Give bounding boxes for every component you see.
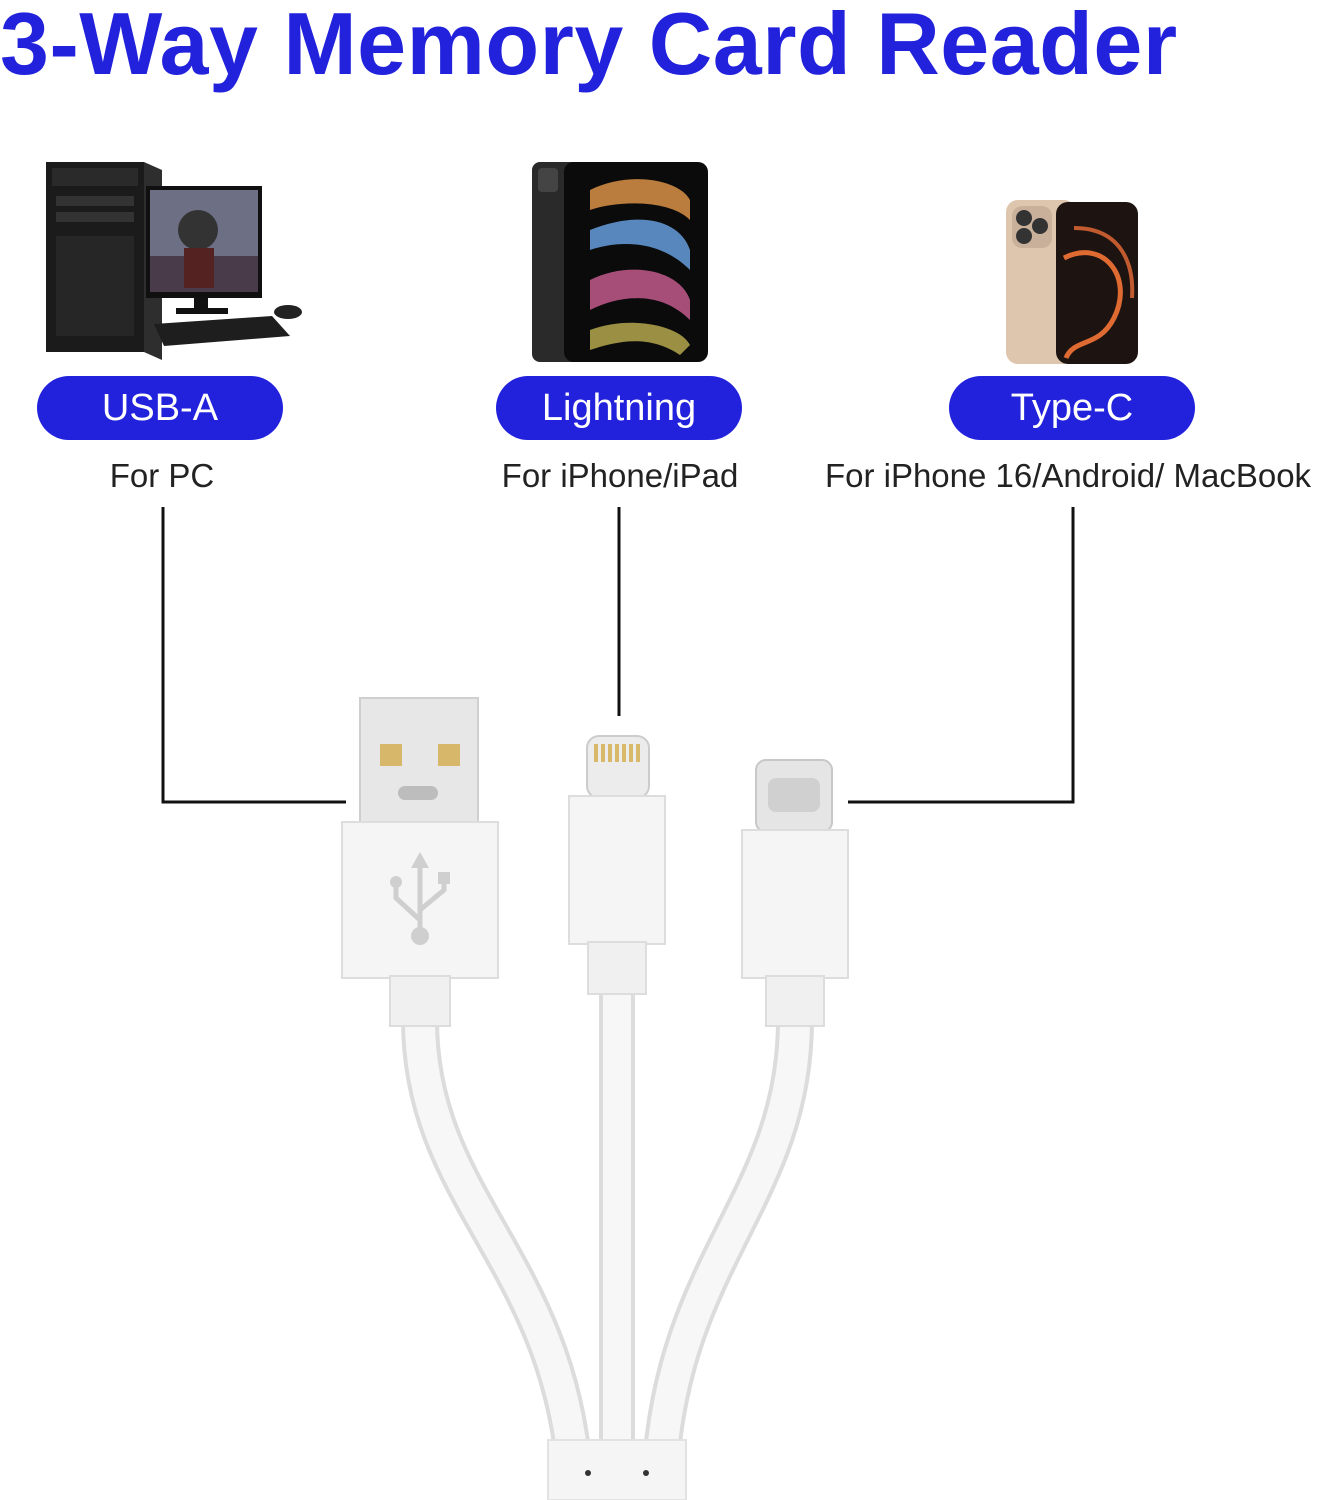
port-label-lightning: Lightning [496,376,742,440]
page-title: 3-Way Memory Card Reader [0,0,1178,93]
usb-c-connector-icon [741,759,849,1027]
cables [401,972,814,1499]
desktop-pc-icon [46,162,302,360]
callout-line-type-c [848,507,1075,804]
cable-joint [547,1439,687,1500]
iphone-icon [1006,200,1138,364]
ipad-icon [532,162,708,362]
port-caption-lightning: For iPhone/iPad [501,457,739,494]
callout-line-usb-a [161,507,346,804]
port-label-usb-a: USB-A [37,376,283,440]
callout-lines [161,507,1075,804]
port-caption-usb-a: For PC [109,457,215,494]
usb-symbol-icon [390,852,450,945]
lightning-connector-icon [568,735,666,995]
port-label-type-c: Type-C [949,376,1195,440]
port-caption-type-c: For iPhone 16/Android/ MacBook [824,457,1312,494]
usb-a-connector-icon [341,697,499,1027]
